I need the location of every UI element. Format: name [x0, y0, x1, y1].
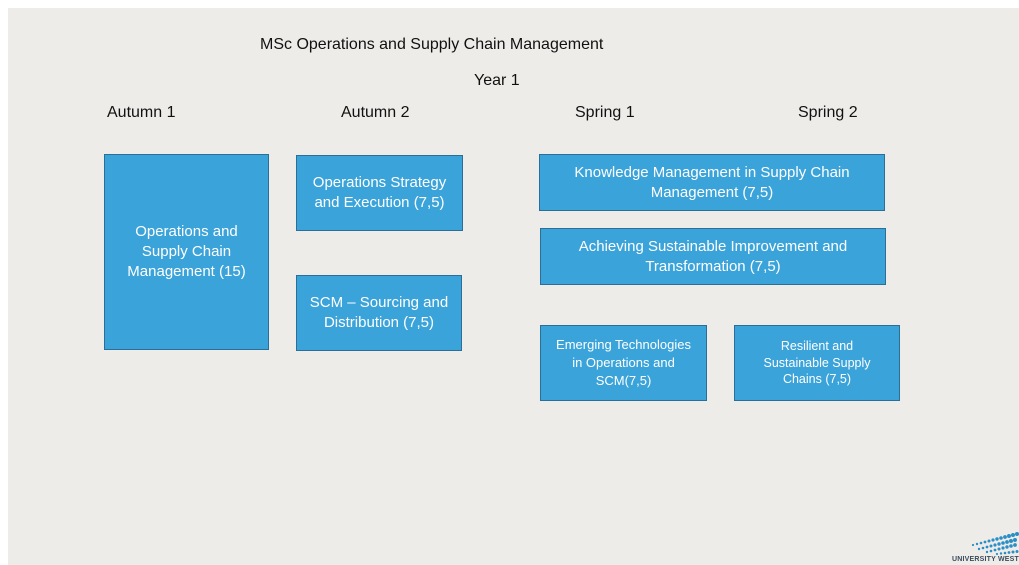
term-spring-1: Spring 1: [575, 104, 635, 121]
logo-text: UNIVERSITY WEST: [951, 556, 1019, 563]
program-title: MSc Operations and Supply Chain Manageme…: [260, 36, 604, 53]
course-operations-strategy-label: Operations Strategy and Execution (7,5): [312, 174, 447, 211]
course-operations-scm-label: Operations and Supply Chain Management (…: [127, 223, 246, 280]
university-west-logo: [971, 532, 1019, 556]
course-resilient-supply-chains: Resilient and Sustainable Supply Chains …: [734, 325, 900, 401]
course-operations-strategy: Operations Strategy and Execution (7,5): [296, 155, 463, 231]
term-autumn-1: Autumn 1: [107, 104, 176, 121]
course-resilient-supply-chains-label: Resilient and Sustainable Supply Chains …: [763, 339, 871, 387]
course-scm-sourcing-label: SCM – Sourcing and Distribution (7,5): [309, 294, 449, 331]
year-label: Year 1: [474, 72, 520, 89]
term-autumn-2: Autumn 2: [341, 104, 410, 121]
course-sustainable-improvement-label: Achieving Sustainable Improvement and Tr…: [578, 237, 848, 275]
term-spring-2: Spring 2: [798, 104, 858, 121]
course-emerging-technologies-label: Emerging Technologies in Operations and …: [556, 337, 691, 388]
course-emerging-technologies: Emerging Technologies in Operations and …: [540, 325, 707, 401]
course-operations-scm: Operations and Supply Chain Management (…: [104, 154, 269, 350]
course-sustainable-improvement: Achieving Sustainable Improvement and Tr…: [540, 228, 886, 285]
slide: MSc Operations and Supply Chain Manageme…: [8, 8, 1019, 565]
course-knowledge-management-label: Knowledge Management in Supply Chain Man…: [574, 163, 850, 201]
course-knowledge-management: Knowledge Management in Supply Chain Man…: [539, 154, 885, 211]
course-scm-sourcing: SCM – Sourcing and Distribution (7,5): [296, 275, 462, 351]
